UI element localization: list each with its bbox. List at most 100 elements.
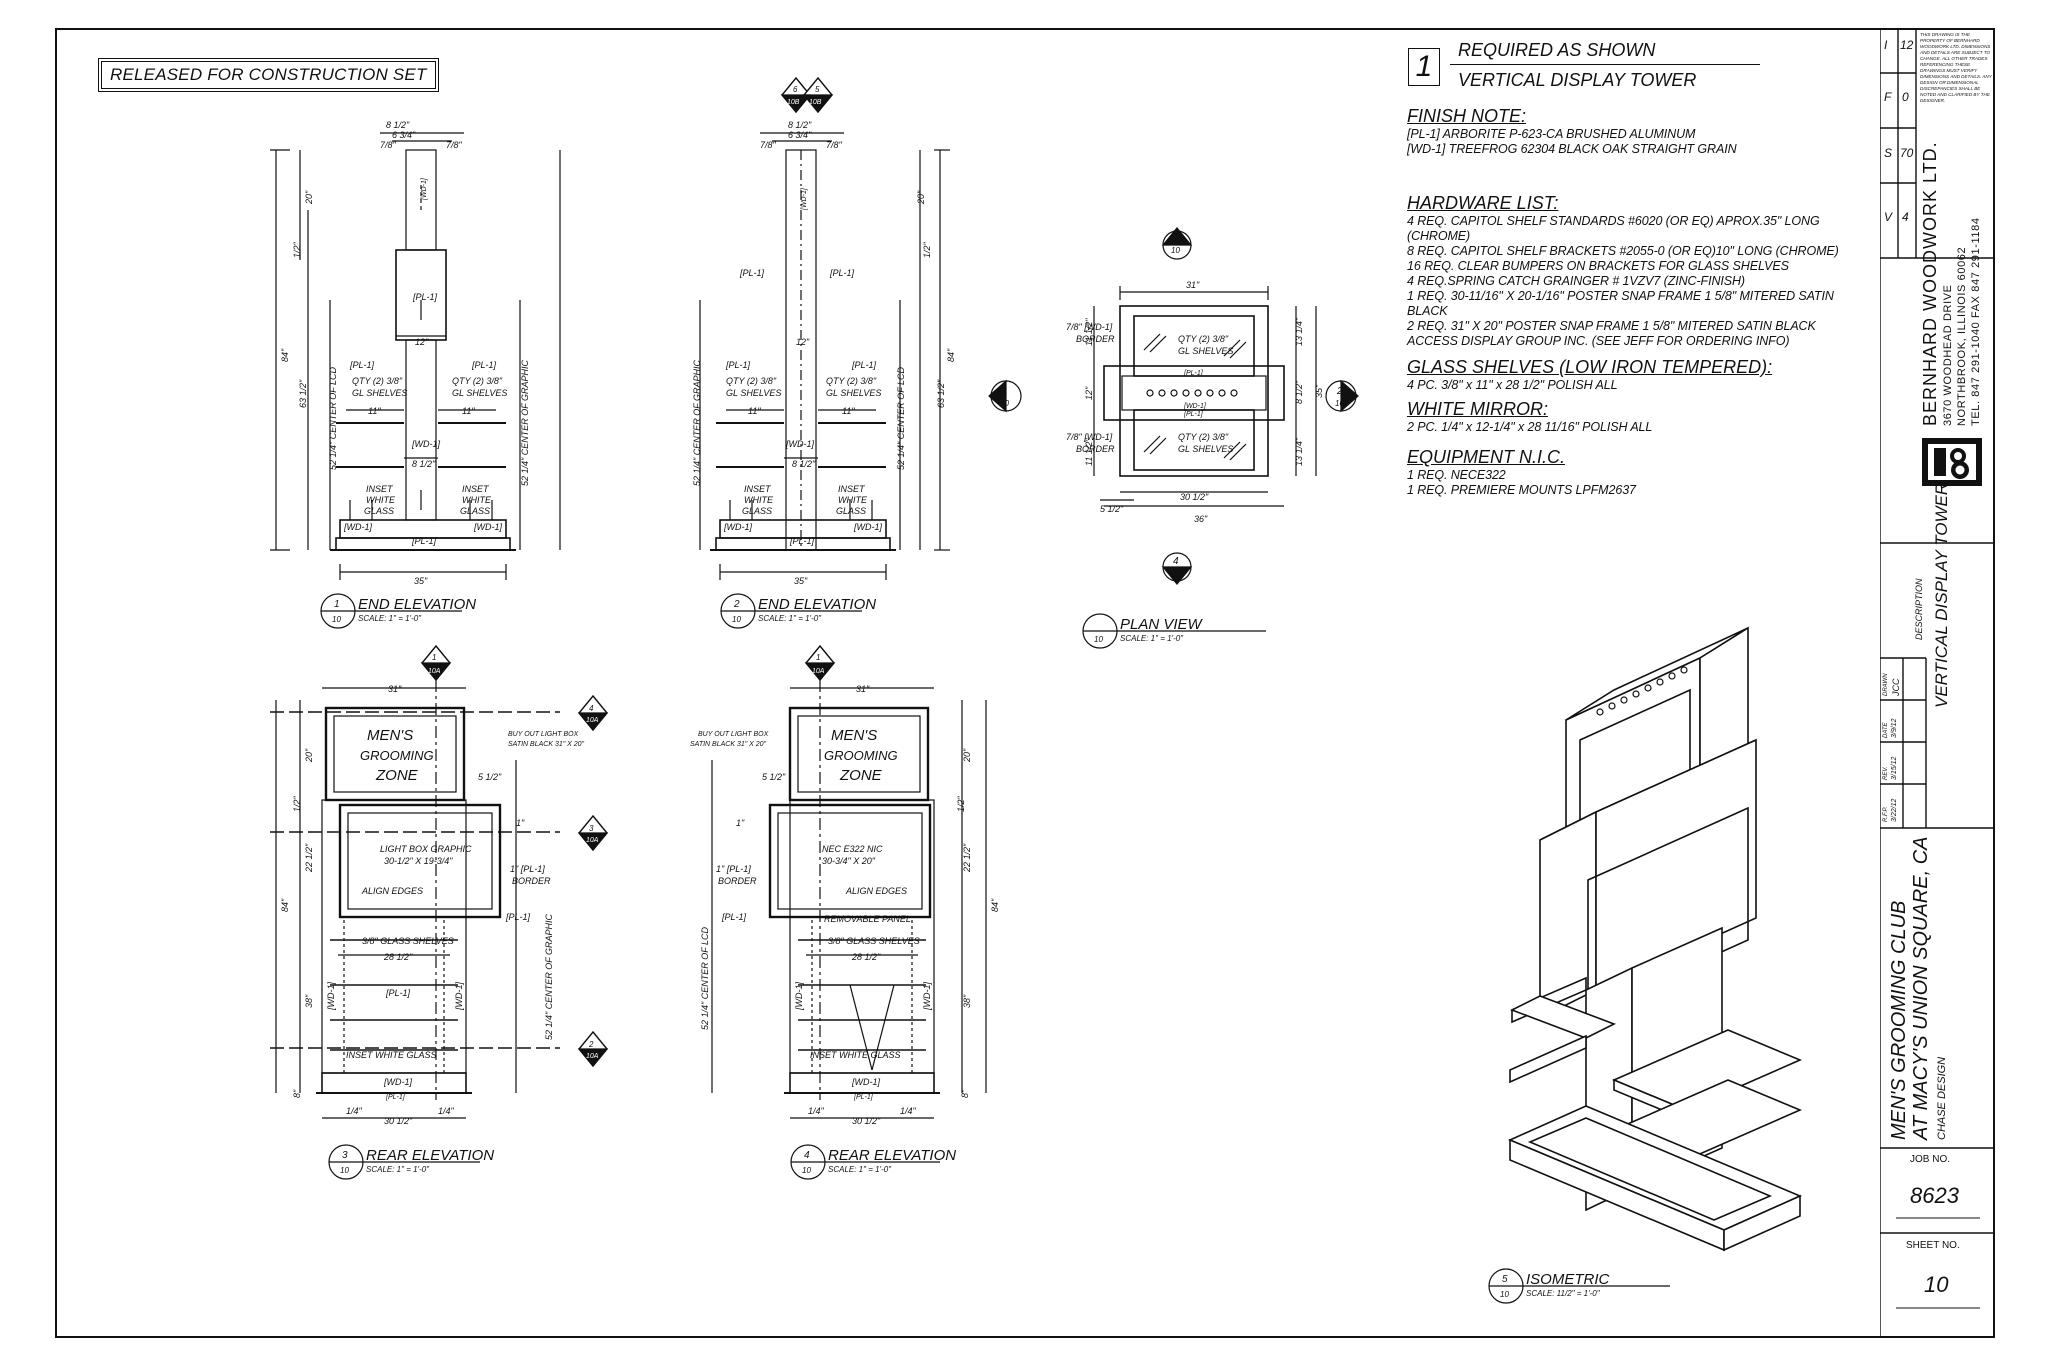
col-rfp: R.F.P.: [1883, 806, 1889, 822]
dim-label: 5 1/2": [478, 772, 502, 782]
title-block: I 12 F 0 S 70 V 4 THIS DRAWING IS THE PR…: [1880, 28, 1995, 1338]
center-note: 52 1/4" CENTER OF GRAPHIC: [692, 359, 702, 486]
material-tag: [PL-1]: [725, 360, 751, 370]
glass-heading: GLASS SHELVES (LOW IRON TEMPERED):: [1407, 357, 1773, 377]
shelf-note: QTY (2) 3/8": [452, 376, 503, 386]
note-divider: [1450, 64, 1760, 65]
val-rfp: 3/22/12: [1891, 798, 1898, 822]
view-sheet: 10: [1094, 635, 1103, 644]
description-value: VERTICAL DISPLAY TOWER: [1932, 482, 1951, 708]
item-name: VERTICAL DISPLAY TOWER: [1458, 70, 1697, 90]
material-tag: [PL-1]: [789, 536, 815, 546]
tag-number: 2: [588, 1040, 594, 1049]
rear-elevation-3: [270, 644, 609, 1119]
description-label: DESCRIPTION: [1914, 578, 1924, 640]
material-tag: [WD-1]: [421, 177, 428, 201]
val-rev: 3/15/12: [1891, 756, 1898, 780]
finish-line: [WD-1] TREEFROG 62304 BLACK OAK STRAIGHT…: [1407, 142, 1737, 156]
inset-note: GLASS: [364, 506, 394, 516]
sign-mens: MEN'S: [831, 727, 877, 744]
material-tag: [PL-1]: [853, 1094, 874, 1101]
material-tag: [WD-1]: [343, 522, 372, 532]
tag-sheet: 10B: [809, 99, 822, 106]
shelf-note: QTY (2) 3/8": [826, 376, 877, 386]
material-tag: [WD-1]: [922, 982, 932, 1011]
inset-note: INSET WHITE GLASS: [810, 1050, 901, 1060]
dim-label: 13 1/4": [1294, 437, 1304, 466]
inset-note: GLASS: [742, 506, 772, 516]
view-sheet: 10: [1500, 1290, 1509, 1299]
hardware-heading: HARDWARE LIST:: [1407, 193, 1559, 213]
title-block-lines: [1880, 28, 1995, 1338]
shelf-note: 3/8" GLASS SHELVES: [828, 936, 920, 946]
hardware-line: 4 REQ. CAPITOL SHELF STANDARDS #6020 (OR…: [1407, 214, 1820, 243]
view-title: PLAN VIEW: [1120, 616, 1204, 633]
view-scale: SCALE: 1" = 1'-0": [758, 614, 822, 623]
code: F: [1884, 90, 1892, 104]
code: 70: [1900, 146, 1914, 160]
shelf-note: GL SHELVES: [1178, 346, 1233, 356]
dim-label: 20": [304, 190, 314, 205]
plan-view: [988, 227, 1359, 585]
col-date: DATE: [1883, 722, 1889, 738]
view-title: REAR ELEVATION: [366, 1147, 494, 1164]
drawing-canvas: 8 1/2" 6 3/4" 7/8" 7/8" [PL-1] 12" [PL-1…: [270, 76, 1803, 1304]
shelf-note: GL SHELVES: [726, 388, 781, 398]
dim-label: 38": [304, 994, 314, 1008]
job-label: JOB NO.: [1910, 1154, 1951, 1165]
view-scale: SCALE: 1" = 1'-0": [358, 614, 422, 623]
dim-label: 11": [462, 406, 475, 416]
hardware-line: 16 REQ. CLEAR BUMPERS ON BRACKETS FOR GL…: [1407, 259, 1789, 273]
dim-label: 8": [960, 1089, 970, 1098]
sheet-label: SHEET NO.: [1906, 1240, 1960, 1251]
dim-label: 13 1/4": [1294, 317, 1304, 346]
section-number: 4: [1173, 556, 1179, 567]
view-title-markers: [320, 593, 1670, 1304]
dim-label: 84": [280, 348, 290, 362]
dim-label: 31": [388, 684, 402, 694]
dim-label: 8": [292, 1089, 302, 1098]
buyout-note: SATIN BLACK 31" X 20": [508, 741, 585, 748]
inset-note: WHITE: [838, 495, 868, 505]
material-tag: [WD-1]: [853, 522, 882, 532]
material-tag: [WD-1]: [473, 522, 502, 532]
material-tag: [PL-1]: [739, 268, 765, 278]
hardware-line: 2 REQ. 31" X 20" POSTER SNAP FRAME 1 5/8…: [1407, 319, 1816, 333]
buyout-note: BUY OUT LIGHT BOX: [698, 731, 769, 738]
border-note: BORDER: [1076, 444, 1115, 454]
dim-label: 1/4": [808, 1106, 825, 1116]
isometric-view: [1507, 626, 1803, 1252]
shelf-note: GL SHELVES: [452, 388, 507, 398]
inset-note: INSET: [744, 484, 772, 494]
material-tag: [PL-1]: [349, 360, 375, 370]
sheet-number: 10: [1924, 1272, 1949, 1297]
dim-label: 84": [946, 348, 956, 362]
view-scale: SCALE: 1" = 1'-0": [828, 1165, 892, 1174]
dim-label: 1/2": [292, 241, 302, 258]
lightbox-note: LIGHT BOX GRAPHIC: [380, 844, 472, 854]
dim-label: 63 1/2": [936, 379, 946, 408]
dim-label: 12": [1084, 386, 1094, 400]
tag-sheet: 10A: [586, 1053, 599, 1060]
mirror-heading: WHITE MIRROR:: [1407, 399, 1548, 419]
center-note: 52 1/4" CENTER OF GRAPHIC: [544, 913, 554, 1040]
inset-note: WHITE: [744, 495, 774, 505]
material-tag: [PL-1]: [851, 360, 877, 370]
tag-number: 5: [815, 85, 820, 94]
sign-zone: ZONE: [839, 767, 883, 784]
section-number: 2: [1336, 386, 1343, 397]
dim-label: 22 1/2": [304, 843, 314, 873]
dim-label: 30 1/2": [852, 1116, 881, 1126]
inset-note: INSET WHITE GLASS: [346, 1050, 437, 1060]
required-note: REQUIRED AS SHOWN: [1458, 40, 1656, 60]
notes-panel: FINISH NOTE: [PL-1] ARBORITE P-623-CA BR…: [1407, 88, 1877, 498]
view-title: END ELEVATION: [758, 596, 876, 613]
company-address: 3670 WOODHEAD DRIVE: [1942, 284, 1954, 426]
dim-label: 22 1/2": [962, 843, 972, 873]
material-tag: [WD-1]: [801, 187, 808, 211]
dim-label: 35": [1314, 384, 1324, 398]
material-tag: [WD-1]: [411, 439, 440, 449]
rear-elevation-4: [711, 644, 987, 1119]
align-note: ALIGN EDGES: [845, 886, 907, 896]
released-stamp: RELEASED FOR CONSTRUCTION SET: [98, 58, 439, 92]
